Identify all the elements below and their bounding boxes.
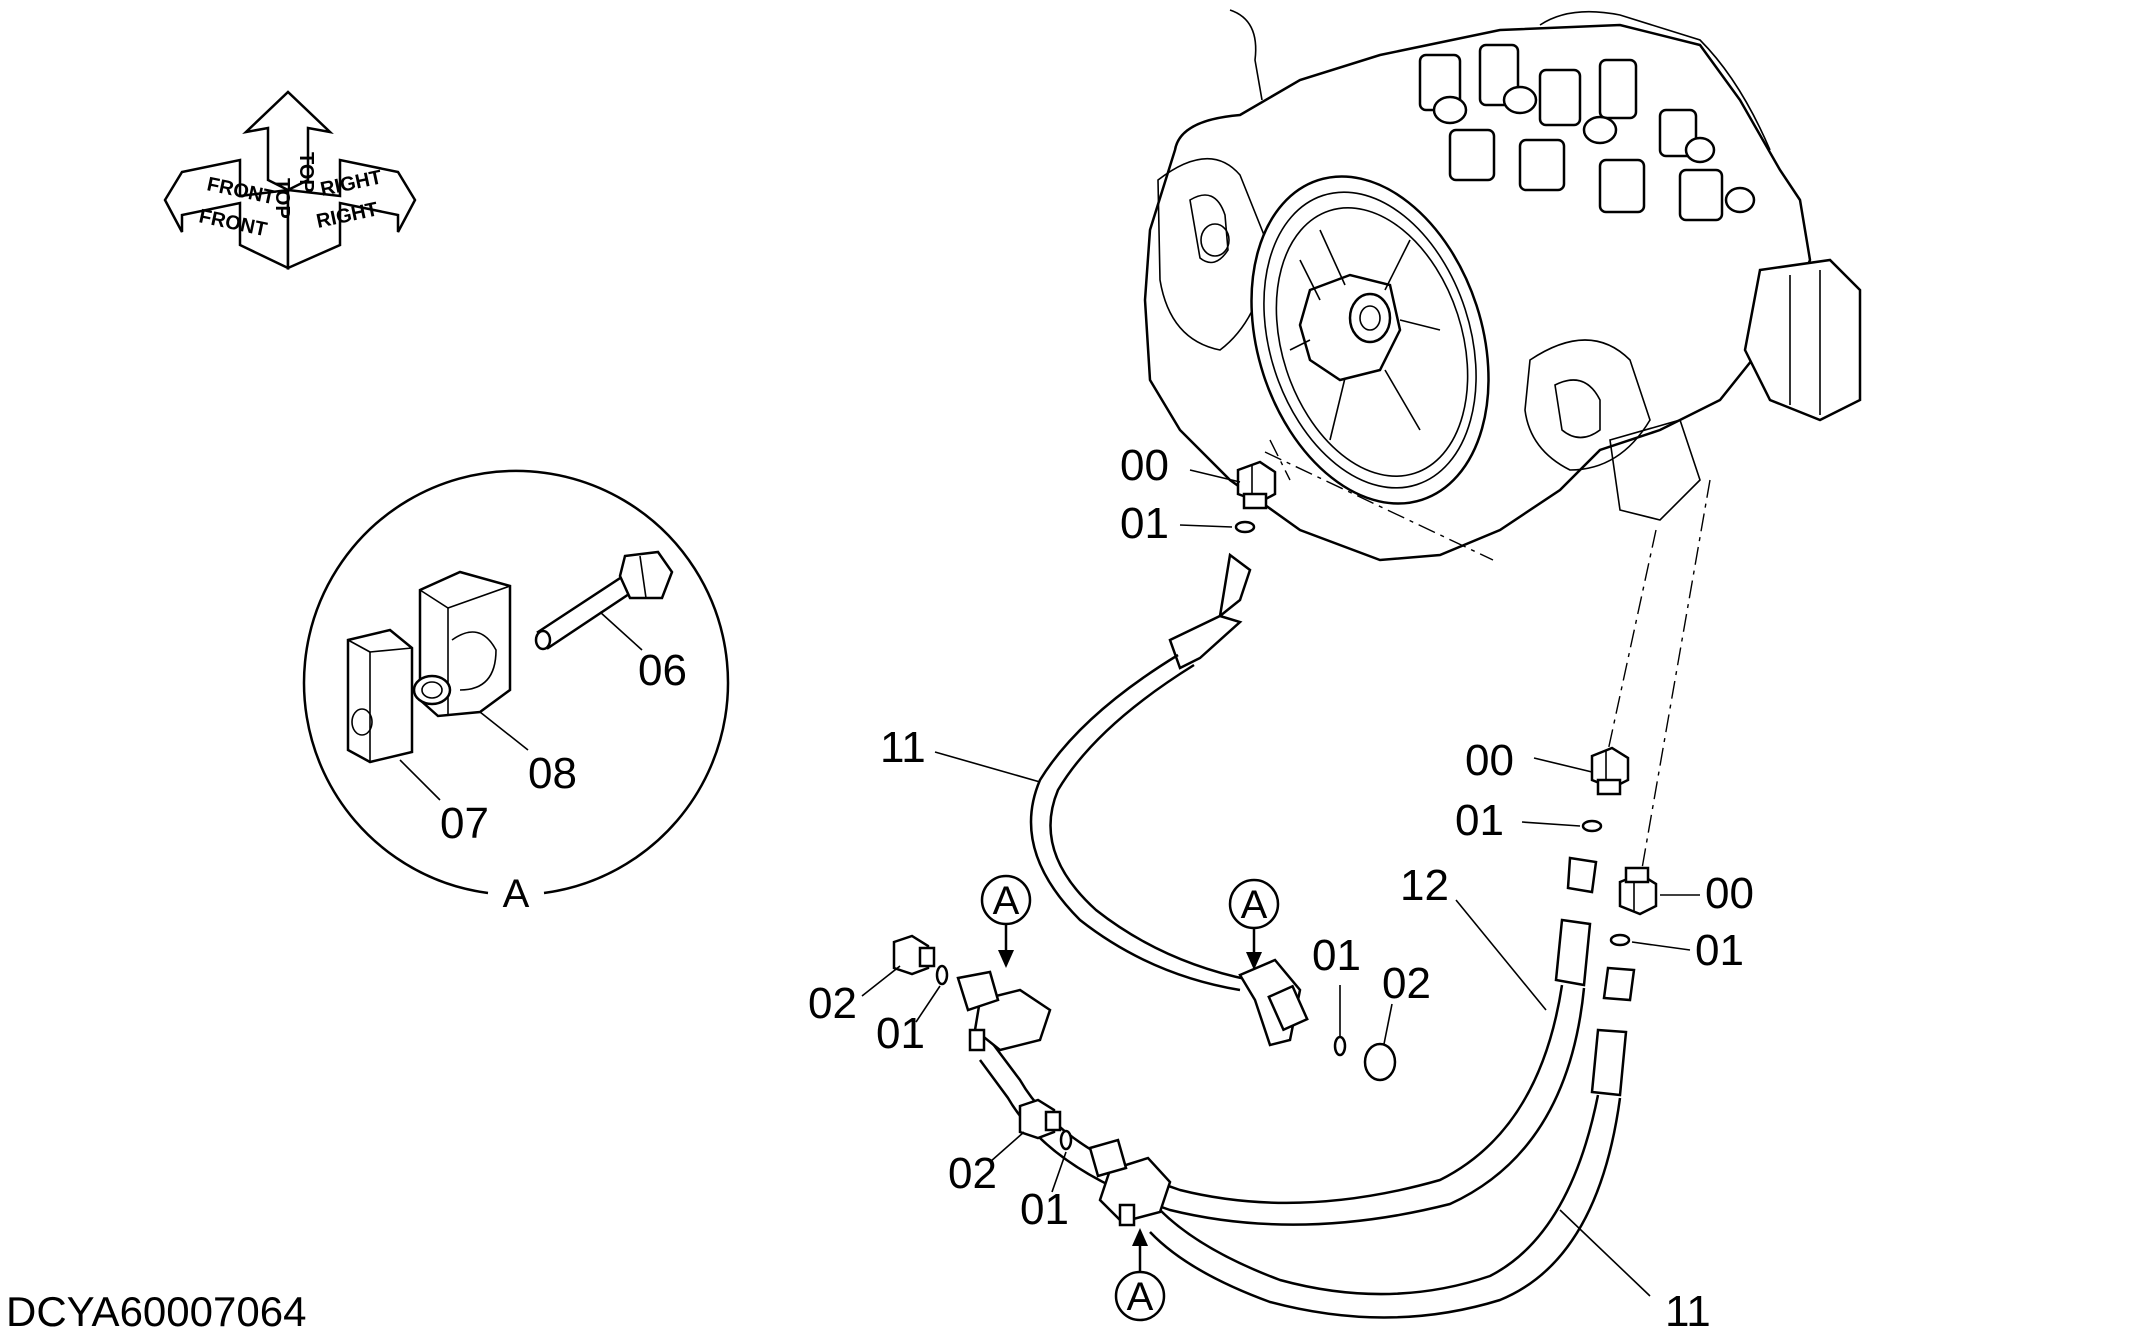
centerline-1 — [1264, 451, 1494, 561]
callout-02-lower: 02 — [948, 1149, 997, 1198]
detail-a: A 06 07 08 — [302, 469, 730, 916]
oring-right — [1609, 933, 1631, 947]
hydraulic-pump-assembly — [1143, 9, 1862, 881]
callout-08: 08 — [528, 749, 577, 798]
oring-middle — [1581, 819, 1603, 833]
centerline-4 — [1639, 479, 1711, 881]
leader-12 — [1455, 899, 1547, 1011]
callout-02-left: 02 — [808, 979, 857, 1028]
right-arrow — [286, 158, 417, 270]
leader-08 — [479, 711, 529, 751]
oring-left-01 — [935, 964, 949, 986]
svg-text:A: A — [1241, 883, 1268, 927]
drawing-code: DCYA60007064 — [6, 1288, 306, 1335]
svg-text:A: A — [1127, 1275, 1154, 1319]
detail-circle — [302, 469, 730, 895]
front-arrow — [163, 158, 290, 270]
callout-01-middle: 01 — [1455, 796, 1504, 845]
clamp-block-07 — [346, 628, 414, 764]
detail-label: A — [503, 872, 530, 916]
callout-01-lower: 01 — [1020, 1185, 1069, 1234]
callout-07: 07 — [440, 799, 489, 848]
callout-01-upper: 01 — [1120, 499, 1169, 548]
callout-11-lower: 11 — [1665, 1287, 1711, 1335]
plug-left-02 — [892, 934, 936, 976]
pump-coupling — [1289, 229, 1441, 441]
callout-12: 12 — [1400, 861, 1449, 910]
callout-02-center: 02 — [1382, 959, 1431, 1008]
oring-upper-left — [1234, 520, 1256, 534]
leader-07 — [399, 759, 441, 801]
top-label: TOP — [271, 178, 293, 219]
callout-00-upper: 00 — [1120, 441, 1169, 490]
section-ref-lower: A — [1114, 1228, 1166, 1322]
top-arrow — [242, 90, 334, 192]
callout-01-left: 01 — [876, 1009, 925, 1058]
callout-00-middle: 00 — [1465, 736, 1514, 785]
clamp-body-08 — [412, 570, 512, 718]
callout-11-upper: 11 — [880, 723, 926, 772]
svg-text:A: A — [993, 879, 1020, 923]
leader-11-lower — [1559, 1209, 1651, 1297]
hose-12 — [956, 856, 1598, 1226]
top-label-back: TOP — [295, 152, 317, 193]
leader-06 — [599, 611, 643, 651]
plug-lower-02 — [1018, 1098, 1062, 1140]
callout-01-right: 01 — [1695, 926, 1744, 975]
centerline-2 — [1269, 439, 1291, 481]
section-ref-center: A — [1228, 878, 1280, 970]
callout-01-center: 01 — [1312, 931, 1361, 980]
pump-regulator — [1229, 9, 1771, 222]
section-ref-left: A — [980, 874, 1032, 968]
callout-06: 06 — [638, 646, 687, 695]
plug-right — [1618, 866, 1658, 916]
hose-11-upper — [1029, 552, 1309, 1047]
centerline-3 — [1605, 529, 1657, 761]
oring-center-01 — [1333, 1035, 1347, 1057]
callout-00-right: 00 — [1705, 869, 1754, 918]
pump-rear-cover — [1743, 258, 1862, 422]
bolt-06 — [534, 550, 674, 651]
plug-upper-left — [1236, 460, 1277, 510]
leader-11-upper — [934, 751, 1041, 783]
plug-middle — [1590, 746, 1630, 796]
oring-lower-01 — [1059, 1129, 1073, 1151]
orientation-indicator: FRONT FRONT RIGHT RIGHT TOP TOP — [163, 90, 417, 270]
plug-center-02 — [1363, 1042, 1397, 1082]
hose-11-lower — [1088, 966, 1636, 1319]
